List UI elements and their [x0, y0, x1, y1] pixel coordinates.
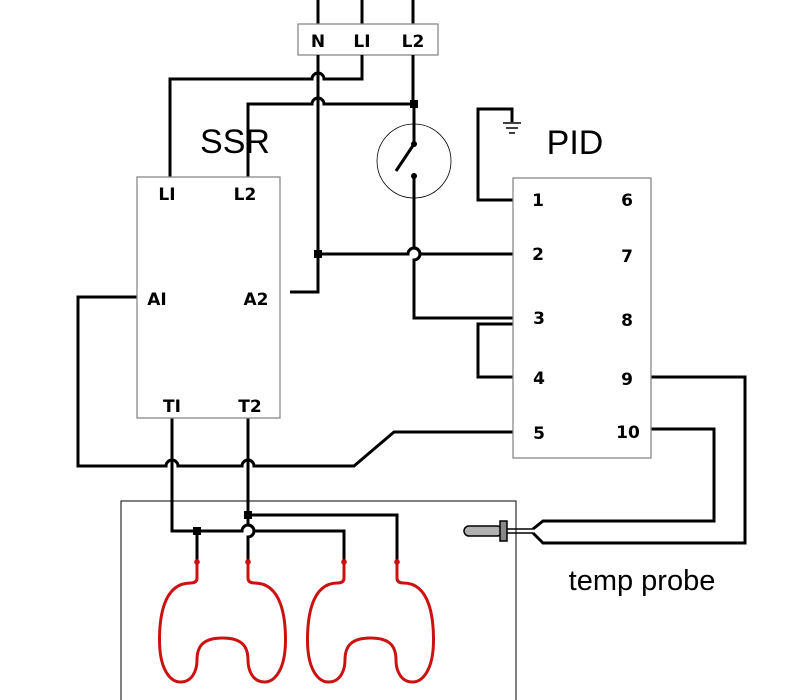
- terminal-n-label: N: [311, 32, 325, 52]
- ssr-l2-label: L2: [234, 185, 257, 205]
- ssr-a2-label: A2: [244, 290, 269, 310]
- wires: [76, 55, 747, 562]
- ssr-t1-label: TI: [163, 397, 181, 417]
- pid-title: PID: [547, 124, 604, 162]
- wire-pid-9-probe: [531, 375, 747, 545]
- oven-enclosure: [120, 500, 517, 700]
- junction-dot: [193, 527, 201, 535]
- wire-t1: [170, 418, 346, 562]
- ssr-box: LI L2 AI A2 TI T2: [136, 176, 281, 419]
- wire-pid-1-ground: [476, 107, 514, 202]
- temperature-probe-icon: [463, 520, 533, 542]
- pid-pin-6: 6: [621, 191, 633, 211]
- pid-pin-1: 1: [532, 191, 544, 211]
- pid-pin-4: 4: [533, 369, 545, 389]
- ground-icon: [503, 122, 521, 134]
- switch-icon: [376, 123, 452, 199]
- supply-feed-lines: [316, 0, 415, 24]
- pid-pin-10: 10: [616, 423, 640, 443]
- pid-pin-9: 9: [621, 370, 633, 390]
- wire-switch-to-pid-3: [412, 104, 513, 320]
- wire-t2: [246, 418, 399, 562]
- junction-dot: [410, 100, 418, 108]
- pid-pin-2: 2: [532, 245, 544, 265]
- ssr-t2-label: T2: [238, 397, 261, 417]
- terminal-l2-label: L2: [402, 32, 425, 52]
- heating-element-icon: [157, 559, 288, 684]
- ssr-l1-label: LI: [158, 185, 175, 205]
- pid-pin-5: 5: [533, 424, 545, 444]
- junction-dot: [314, 250, 322, 258]
- wire-l2-to-ssr: [246, 55, 415, 177]
- pid-pin-7: 7: [621, 247, 633, 267]
- wire-pid-3-4-jumper: [476, 322, 513, 379]
- supply-terminal-block: N LI L2: [297, 23, 439, 56]
- wire-neutral: [290, 55, 320, 294]
- probe-label: temp probe: [569, 565, 716, 597]
- pid-pin-3: 3: [533, 309, 545, 329]
- wire-a1-to-pid-5: [76, 295, 513, 468]
- pid-pin-8: 8: [621, 311, 633, 331]
- terminal-l1-label: LI: [353, 32, 370, 52]
- heating-element-icon: [305, 559, 436, 684]
- junction-dot: [244, 511, 252, 519]
- pid-box: 1 2 3 4 5 6 7 8 9 10: [512, 177, 652, 459]
- ssr-title: SSR: [200, 123, 270, 161]
- ssr-a1-label: AI: [147, 290, 166, 310]
- wire-pid-10-probe: [532, 427, 716, 531]
